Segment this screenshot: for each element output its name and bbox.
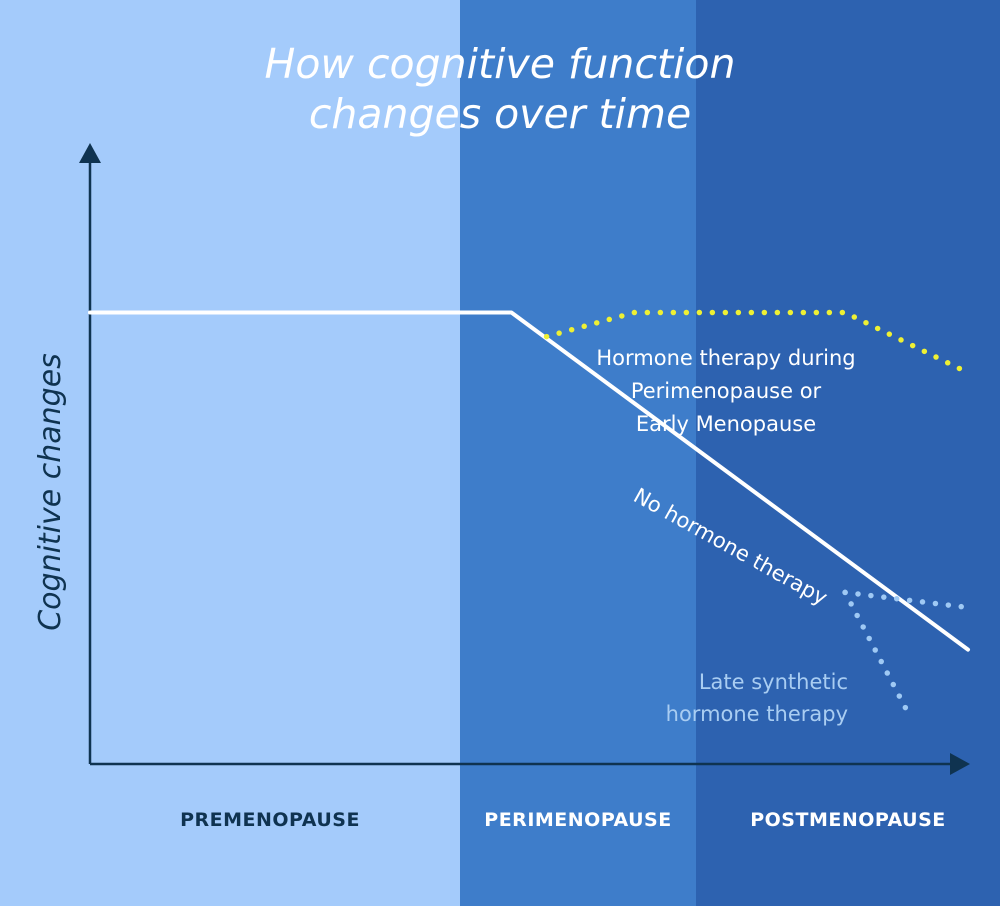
y-axis-label: Cognitive changes — [33, 353, 68, 631]
phase-label-premenopause: PREMENOPAUSE — [180, 809, 360, 831]
chart-title-line-2: changes over time — [309, 90, 691, 138]
phase-label-perimenopause: PERIMENOPAUSE — [484, 809, 671, 831]
annotation-1-line-3: Early Menopause — [636, 412, 816, 436]
series-line-4 — [842, 589, 910, 713]
x-axis-arrowhead — [950, 753, 970, 775]
series-line-1 — [88, 310, 970, 652]
axes — [79, 143, 970, 775]
y-axis-arrowhead — [79, 143, 101, 163]
phase-labels: PREMENOPAUSE PERIMENOPAUSE POSTMENOPAUSE — [180, 809, 946, 831]
annotation-1-line-2: Perimenopause or — [631, 379, 822, 403]
annotation-3-line-1: Late synthetic — [699, 670, 848, 694]
phase-band-premenopause — [0, 0, 460, 906]
phase-band-perimenopause — [460, 0, 696, 906]
phase-label-postmenopause: POSTMENOPAUSE — [750, 809, 946, 831]
series-line-2 — [543, 309, 971, 376]
phase-band-postmenopause — [696, 0, 1000, 906]
series-lines — [88, 309, 971, 713]
annotation-1-line-1: Hormone therapy during — [596, 346, 855, 370]
annotation-3-line-2: hormone therapy — [666, 702, 848, 726]
series-line-3 — [842, 589, 971, 611]
chart-title-line-1: How cognitive function — [265, 40, 736, 88]
